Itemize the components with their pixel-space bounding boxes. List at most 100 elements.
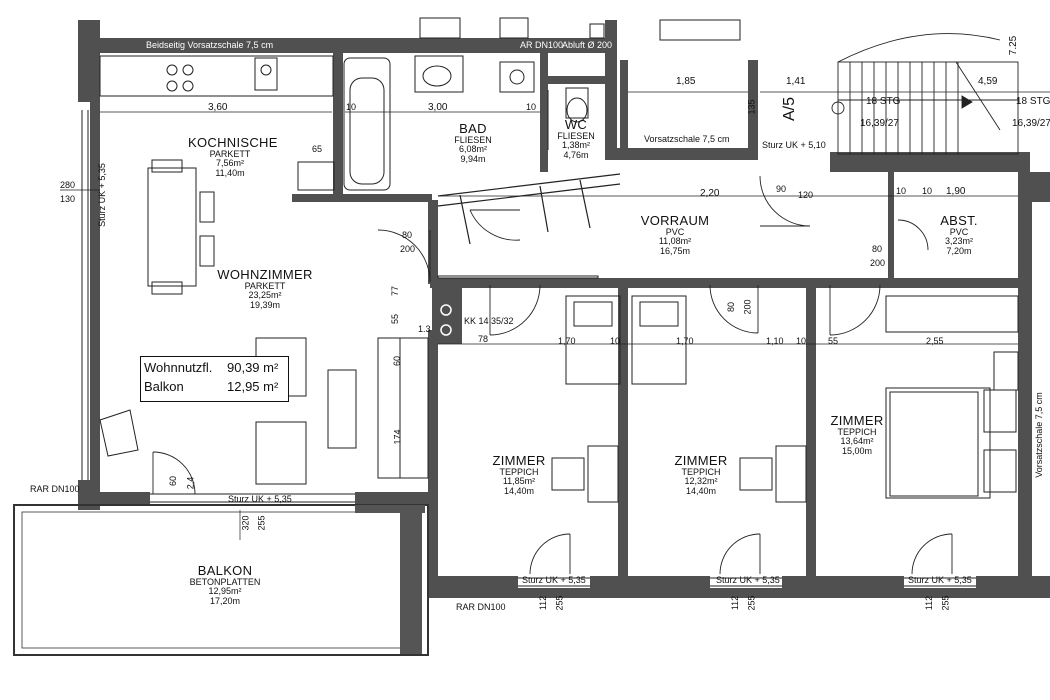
- room-perimeter: 15,00m: [841, 445, 873, 456]
- room-wc: WC FLIESEN 1,38m² 4,76m: [554, 118, 598, 160]
- note-sturz-left: Sturz UK + 5,35: [96, 163, 107, 227]
- room-floor: FLIESEN: [454, 134, 492, 145]
- room-abst: ABST. PVC 3,23m² 7,20m: [934, 214, 984, 256]
- dim-label: 174: [392, 429, 403, 445]
- room-name: ZIMMER: [830, 413, 884, 428]
- room-zimmer-2: ZIMMER TEPPICH 12,32m² 14,40m: [670, 454, 732, 496]
- room-floor: PVC: [949, 226, 969, 237]
- room-floor: PARKETT: [209, 148, 251, 159]
- room-perimeter: 9,94m: [460, 153, 486, 164]
- room-area: 11,08m²: [658, 236, 692, 247]
- room-floor: TEPPICH: [499, 466, 539, 477]
- wohnnutz-value: 90,39 m²: [227, 360, 279, 375]
- room-name: KOCHNISCHE: [188, 135, 278, 150]
- balcony: [13, 504, 429, 656]
- room-area: 13,64m²: [840, 436, 874, 447]
- dim-label: 2,20: [700, 188, 720, 199]
- dim-label: 1,90: [946, 186, 966, 197]
- dim-label: 7.25: [1008, 35, 1020, 56]
- dim-label: 112: [924, 595, 935, 611]
- dim-label: 3,60: [208, 102, 228, 113]
- room-name: ZIMMER: [492, 453, 546, 468]
- dim-label: 1,41: [786, 76, 806, 87]
- dim-label: 80: [726, 301, 737, 313]
- note-vorsatz-right: Vorsatzschale 7,5 cm: [1033, 392, 1044, 478]
- dim-label: 1,85: [676, 76, 696, 87]
- dim-label: 55: [390, 313, 401, 325]
- dim-label: 3,00: [428, 102, 448, 113]
- dim-label: 10: [796, 336, 807, 346]
- dim-label: 255: [256, 515, 267, 531]
- wohnnutz-label: Wohnnutzfl.: [144, 360, 213, 375]
- note-sturz-top: Sturz UK + 5,10: [762, 140, 826, 150]
- dim-label: 130: [60, 194, 76, 204]
- dim-label: 10: [922, 186, 933, 196]
- dim-label: 200: [742, 299, 753, 315]
- note-kamin: KK 14 35/32: [464, 316, 514, 326]
- windows: [81, 110, 976, 587]
- room-wohnzimmer: WOHNZIMMER PARKETT 23,25m² 19,39m: [210, 268, 320, 310]
- room-name: BALKON: [197, 563, 253, 578]
- room-kochnische: KOCHNISCHE PARKETT 7,56m² 11,40m: [188, 135, 278, 178]
- room-name: WOHNZIMMER: [217, 267, 313, 282]
- room-name: WC: [564, 117, 588, 132]
- stairs: [831, 33, 1019, 155]
- dim-label: 255: [554, 595, 565, 611]
- room-perimeter: 17,20m: [209, 595, 241, 606]
- note-sturz-z3: Sturz UK + 5,35: [908, 575, 972, 585]
- dim-label: 2,4: [185, 476, 196, 490]
- dim-label: 60: [392, 355, 403, 367]
- room-name: ZIMMER: [674, 453, 728, 468]
- room-area: 6,08m²: [458, 144, 487, 155]
- room-floor: PVC: [665, 226, 685, 237]
- note-ar-top: AR DN100: [520, 40, 564, 50]
- room-perimeter: 14,40m: [685, 485, 717, 496]
- dim-label: 1,70: [676, 336, 694, 346]
- room-area: 11,85m²: [502, 476, 536, 487]
- stairs-dim-1: 16,39/27: [860, 118, 899, 129]
- dim-label: 120: [798, 190, 814, 200]
- room-area: 12,32m²: [684, 476, 718, 487]
- dim-label: 80: [872, 244, 883, 254]
- dim-label: 55: [828, 336, 839, 346]
- dim-label: 2,55: [926, 336, 944, 346]
- dim-label: 10: [346, 102, 357, 112]
- room-perimeter: 16,75m: [659, 245, 691, 256]
- dim-label: 78: [478, 334, 489, 344]
- room-perimeter: 19,39m: [249, 299, 281, 310]
- room-perimeter: 14,40m: [503, 485, 535, 496]
- note-abluft: Abluft Ø 200: [562, 40, 613, 50]
- dim-label: 200: [870, 258, 886, 268]
- door-swings: [152, 175, 953, 575]
- room-perimeter: 11,40m: [215, 167, 245, 178]
- note-rar-bottom: RAR DN100: [456, 602, 506, 612]
- room-name: ABST.: [940, 213, 978, 228]
- room-vorraum: VORRAUM PVC 11,08m² 16,75m: [640, 214, 710, 256]
- chimney: [440, 304, 452, 336]
- room-name: VORRAUM: [640, 213, 710, 228]
- stairs-label-2: 18 STG: [1016, 96, 1050, 107]
- room-area: 1,38m²: [561, 140, 590, 151]
- balkon-value: 12,95 m²: [227, 379, 279, 394]
- dim-label: 90: [776, 184, 787, 194]
- note-sturz-z2: Sturz UK + 5,35: [716, 575, 780, 585]
- area-summary-box: Wohnnutzfl. 90,39 m² Balkon 12,95 m²: [140, 356, 289, 402]
- room-area: 3,23m²: [944, 236, 973, 247]
- room-area: 23,25m²: [248, 290, 282, 301]
- room-balkon: BALKON BETONPLATTEN 12,95m² 17,20m: [180, 564, 270, 606]
- room-floor: FLIESEN: [557, 130, 595, 141]
- dim-label: 65: [312, 144, 323, 154]
- corridor-angle: [437, 173, 621, 245]
- dim-label: 60: [168, 475, 179, 487]
- room-bad: BAD FLIESEN 6,08m² 9,94m: [443, 122, 503, 164]
- balkon-label: Balkon: [144, 379, 184, 394]
- dimension-lines: [60, 91, 1050, 540]
- note-sturz-balkon: Sturz UK + 5,35: [228, 494, 292, 504]
- room-perimeter: 7,20m: [946, 245, 972, 256]
- room-area: 7,56m²: [215, 158, 244, 169]
- dim-label: 255: [746, 595, 757, 611]
- room-zimmer-1: ZIMMER TEPPICH 11,85m² 14,40m: [488, 454, 550, 496]
- stairs-dim-2: 16,39/27: [1012, 118, 1050, 129]
- dim-label: 112: [730, 595, 741, 611]
